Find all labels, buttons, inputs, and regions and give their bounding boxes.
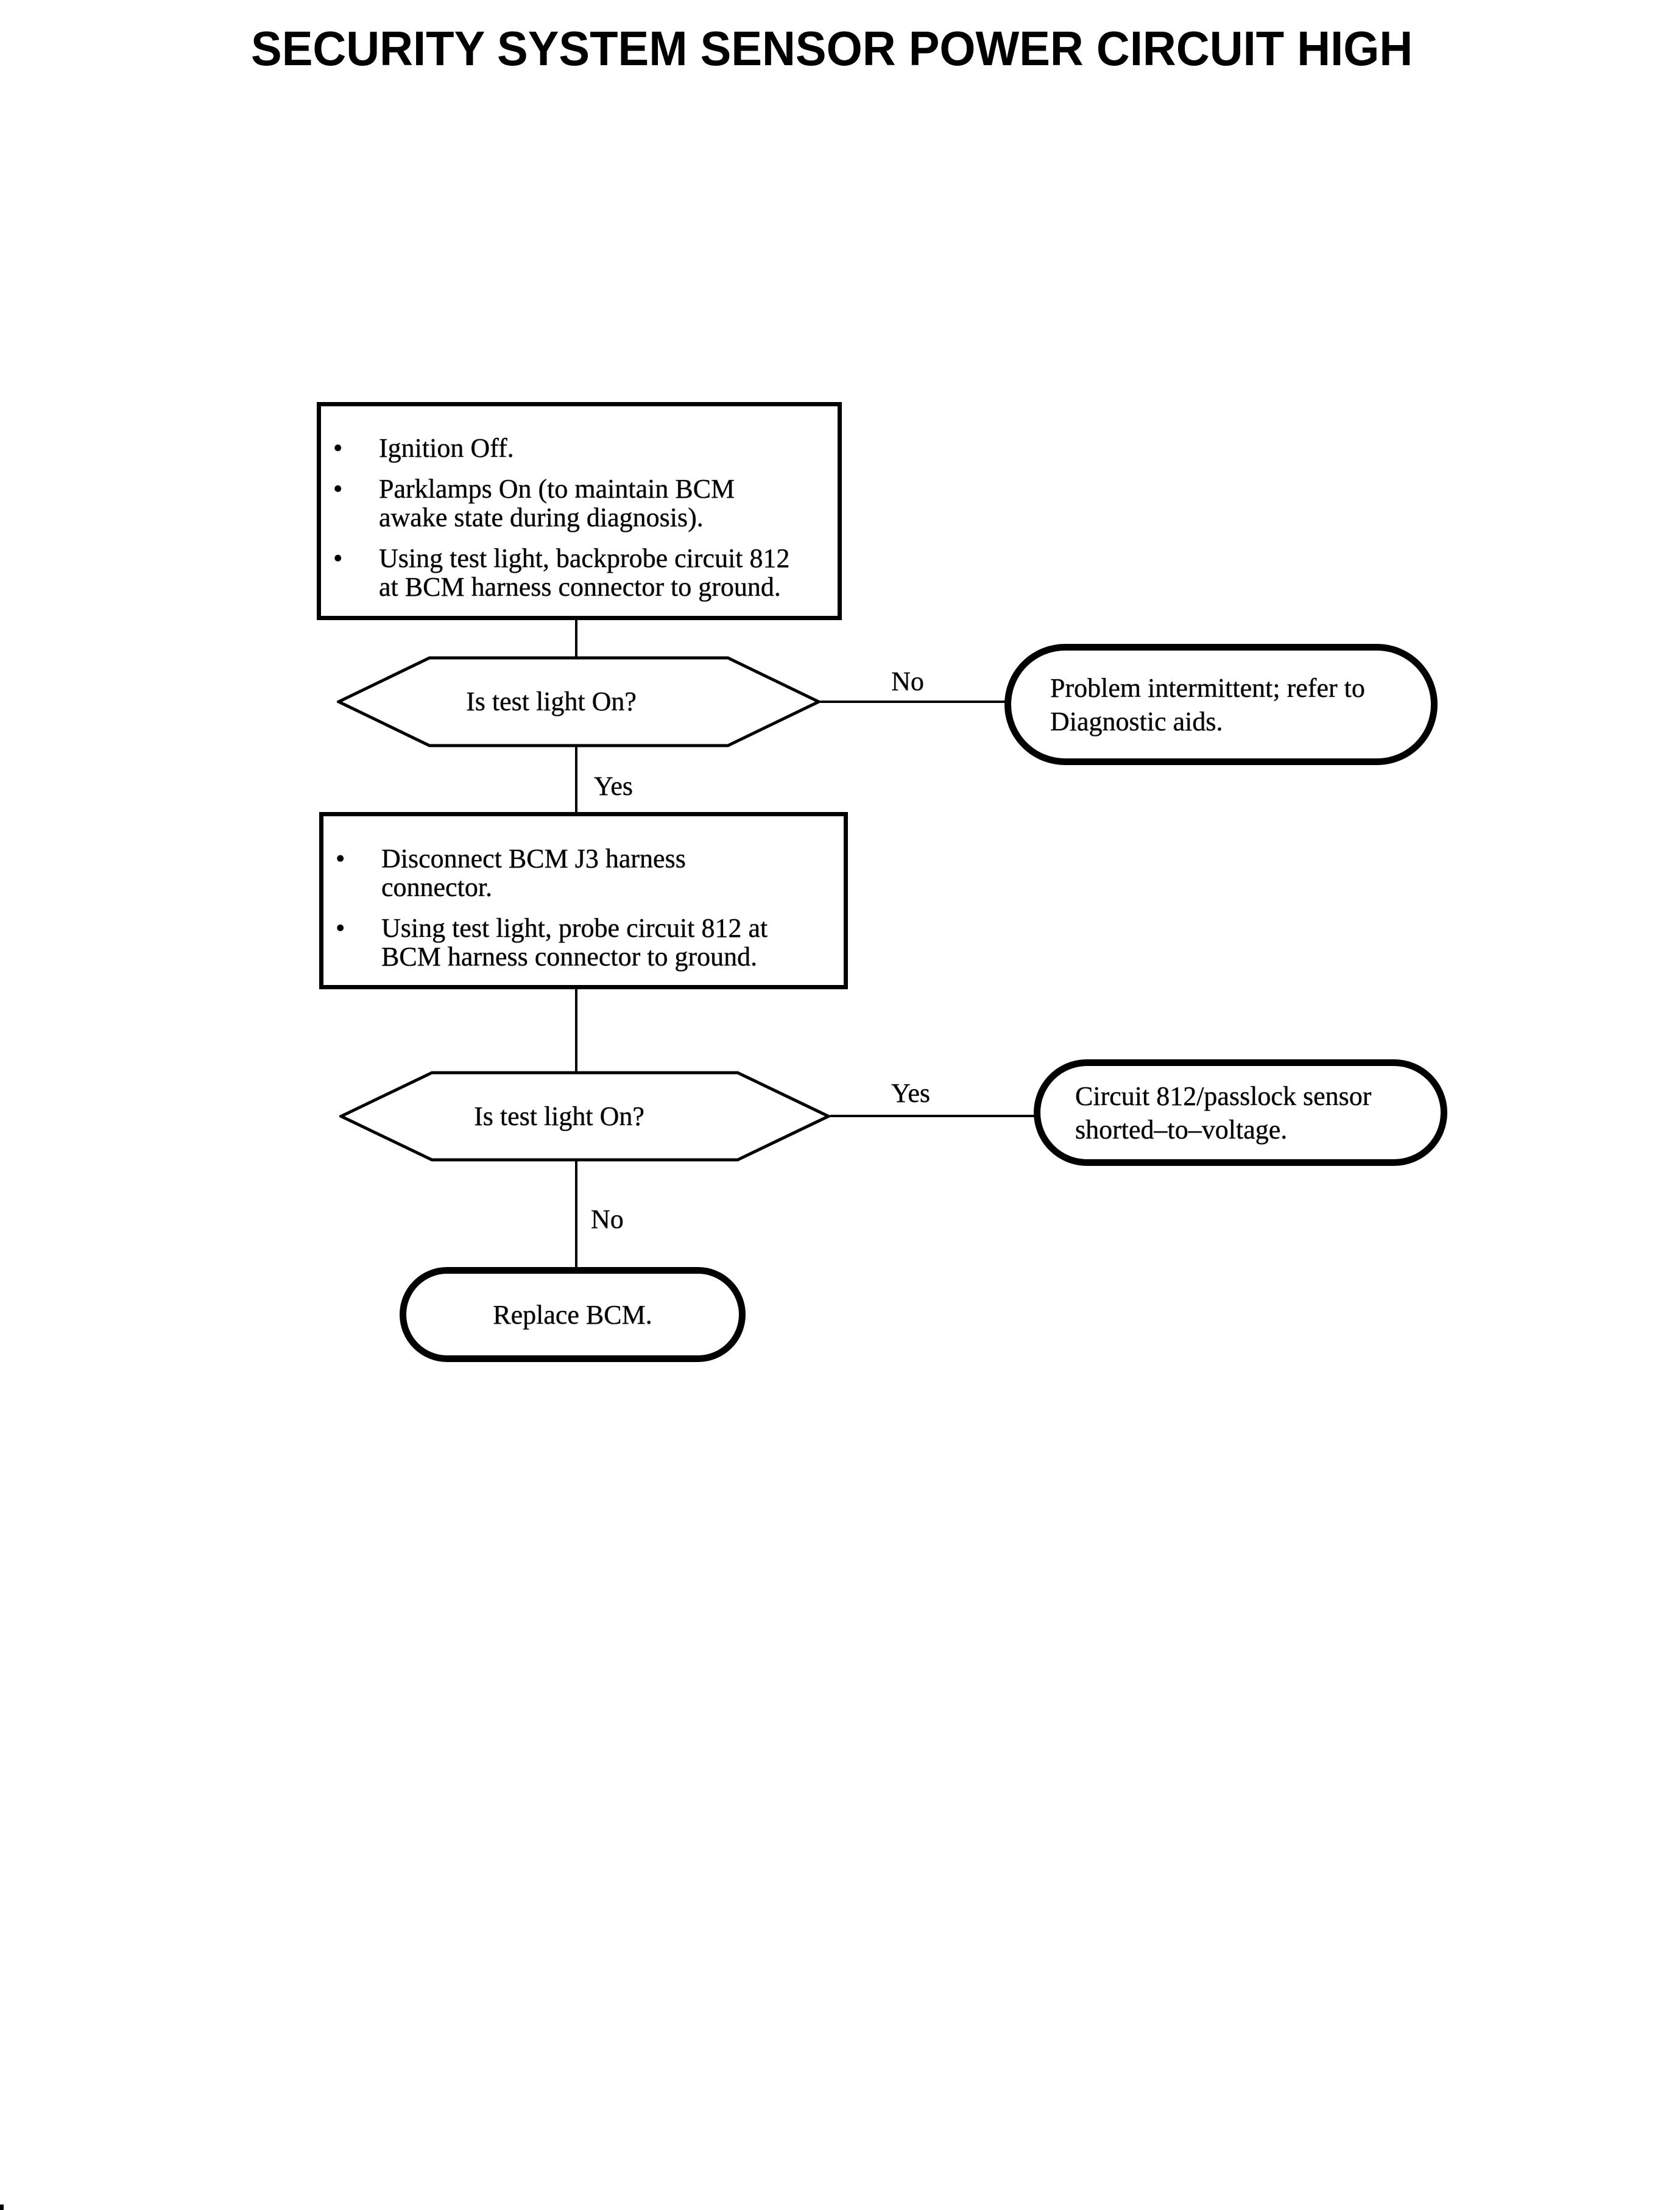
bullet-line: BCM harness connector to ground. (381, 942, 758, 972)
bullet-dot: • (333, 543, 343, 573)
terminal-line: shorted–to–voltage. (1075, 1114, 1288, 1145)
page-title: SECURITY SYSTEM SENSOR POWER CIRCUIT HIG… (251, 21, 1413, 76)
connector-horizontal-2 (830, 1115, 1035, 1117)
branch-label-yes-2: Yes (891, 1078, 931, 1108)
terminal-problem-intermittent: Problem intermittent; refer to Diagnosti… (1004, 644, 1438, 765)
bullet-text: Parklamps On (to maintain BCM awake stat… (379, 475, 735, 532)
decision-hexagon-2 (339, 1071, 830, 1162)
decision-question-2: Is test light On? (474, 1101, 644, 1131)
bullet-dot: • (333, 474, 343, 504)
terminal-replace-bcm: Replace BCM. (400, 1267, 746, 1362)
bullet-text: Disconnect BCM J3 harness connector. (381, 844, 686, 902)
process-box-preconditions: • Ignition Off. • Parklamps On (to maint… (317, 402, 842, 620)
bullet-item: • Ignition Off. (321, 434, 838, 462)
bullet-line: connector. (381, 872, 493, 902)
terminal-line: Replace BCM. (493, 1299, 652, 1330)
bullet-dot: • (336, 913, 345, 943)
bullet-item: • Parklamps On (to maintain BCM awake st… (321, 475, 838, 532)
scan-artifact-speck (0, 2205, 4, 2210)
bullet-line: Parklamps On (to maintain BCM (379, 474, 735, 504)
terminal-line: Diagnostic aids. (1050, 706, 1223, 736)
bullet-line: Ignition Off. (379, 433, 514, 463)
decision-hexagon-1 (337, 656, 821, 747)
process-box-disconnect: • Disconnect BCM J3 harness connector. •… (319, 812, 848, 989)
connector-vertical-1 (575, 619, 577, 658)
terminal-line: Circuit 812/passlock sensor (1075, 1081, 1372, 1111)
decision-question-1: Is test light On? (466, 687, 637, 716)
bullet-line: at BCM harness connector to ground. (379, 572, 781, 602)
bullet-line: Using test light, backprobe circuit 812 (379, 543, 790, 573)
connector-vertical-4 (575, 1160, 577, 1268)
branch-label-no-2: No (591, 1204, 624, 1234)
bullet-text: Using test light, backprobe circuit 812 … (379, 544, 790, 601)
hexagon-shape (339, 1071, 830, 1162)
bullet-text: Ignition Off. (379, 434, 514, 462)
bullet-item: • Using test light, probe circuit 812 at… (323, 914, 844, 971)
branch-label-no-1: No (891, 666, 924, 696)
terminal-circuit-shorted: Circuit 812/passlock sensor shorted–to–v… (1034, 1059, 1447, 1166)
bullet-text: Using test light, probe circuit 812 at B… (381, 914, 768, 971)
bullet-line: Disconnect BCM J3 harness (381, 844, 686, 874)
bullet-line: Using test light, probe circuit 812 at (381, 913, 768, 943)
hexagon-shape (337, 656, 821, 747)
connector-vertical-2 (575, 746, 577, 813)
bullet-line: awake state during diagnosis). (379, 503, 704, 532)
bullet-item: • Disconnect BCM J3 harness connector. (323, 844, 844, 902)
bullet-item: • Using test light, backprobe circuit 81… (321, 544, 838, 601)
terminal-line: Problem intermittent; refer to (1050, 673, 1365, 703)
connector-horizontal-1 (821, 701, 1006, 703)
bullet-dot: • (336, 844, 345, 874)
connector-vertical-3 (575, 988, 577, 1073)
bullet-dot: • (333, 433, 343, 463)
branch-label-yes-1: Yes (594, 771, 634, 801)
